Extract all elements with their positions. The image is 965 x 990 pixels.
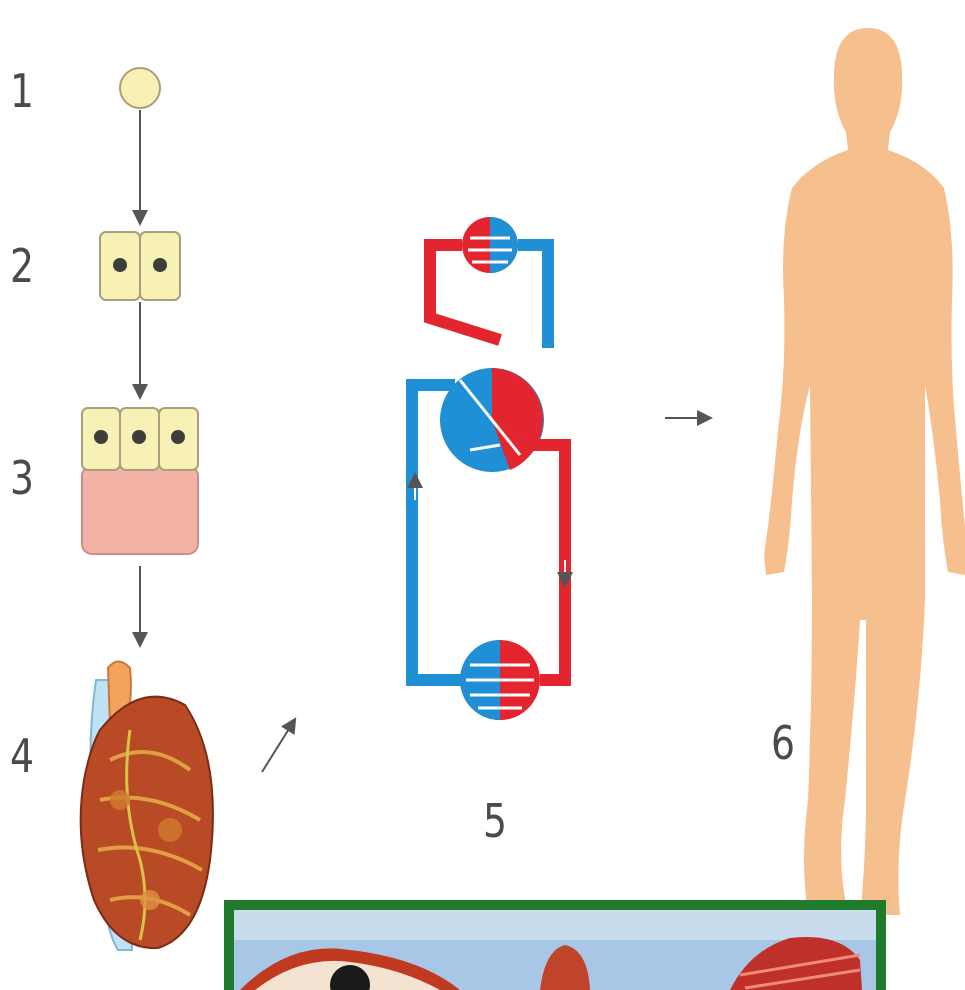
arrow-4-5 [262, 724, 292, 772]
bottom-banner-image [224, 900, 886, 990]
heart-organ-icon [81, 662, 213, 951]
single-cell-icon [120, 68, 160, 108]
two-cells-icon [100, 232, 180, 300]
circulatory-system-icon [412, 217, 565, 720]
tissue-icon [82, 408, 198, 554]
human-body-icon [764, 28, 965, 915]
